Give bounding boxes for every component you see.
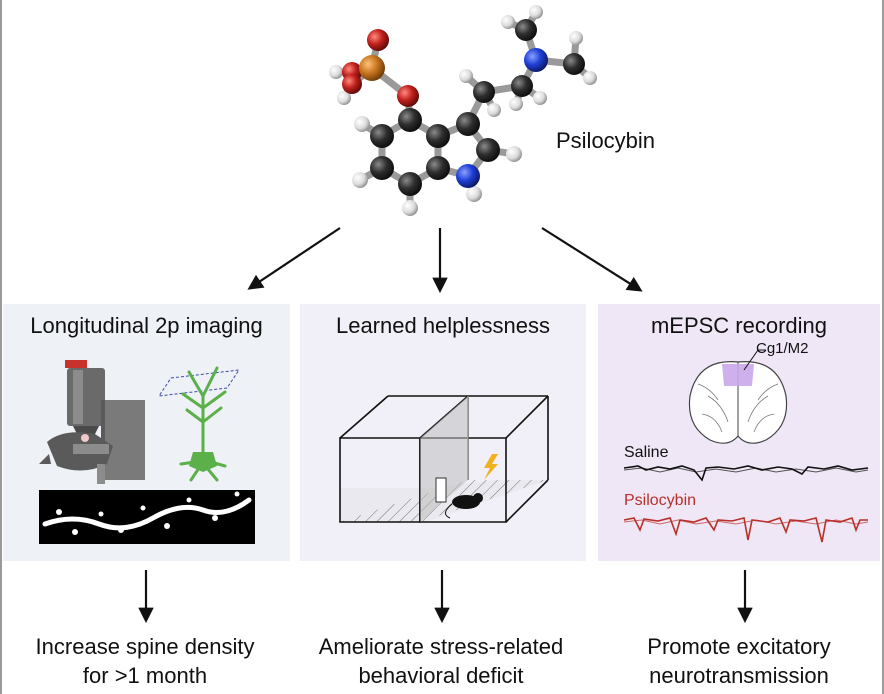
outcome-imaging-line1: Increase spine density <box>35 634 255 659</box>
brain-slice-illustration <box>623 349 869 543</box>
outcome-imaging-line2: for >1 month <box>82 663 208 688</box>
saline-label: Saline <box>624 444 669 461</box>
two-photon-microscope-illustration <box>39 360 255 544</box>
arrow-to-imaging <box>247 227 341 290</box>
panel-mepsc-title: mEPSC recording <box>650 313 828 338</box>
saline-trace <box>623 465 869 482</box>
outcome-helplessness: Ameliorate stress-related behavioral def… <box>296 632 586 690</box>
outcome-mepsc-line1: Promote excitatory <box>647 634 831 659</box>
panel-imaging: Longitudinal 2p imaging <box>3 304 290 561</box>
panel-helplessness-title: Learned helplessness <box>335 313 551 338</box>
arrow-to-mepsc <box>541 227 643 292</box>
panel-mepsc: mEPSC recording Cg1/M2 Saline Psilocybin <box>598 304 880 561</box>
psilocybin-trace-label: Psilocybin <box>624 492 697 509</box>
outcome-mepsc: Promote excitatory neurotransmission <box>594 632 884 690</box>
outcome-helplessness-line1: Ameliorate stress-related <box>318 634 564 659</box>
outcome-mepsc-line2: neurotransmission <box>649 663 829 688</box>
region-label: Cg1/M2 <box>756 340 809 357</box>
panel-imaging-title: Longitudinal 2p imaging <box>30 313 263 338</box>
molecule-label: Psilocybin <box>556 128 656 153</box>
shuttle-box-illustration <box>339 395 549 523</box>
panel-helplessness: Learned helplessness <box>300 304 586 561</box>
outcome-imaging: Increase spine density for >1 month <box>0 632 290 690</box>
outcome-helplessness-line2: behavioral deficit <box>358 663 524 688</box>
